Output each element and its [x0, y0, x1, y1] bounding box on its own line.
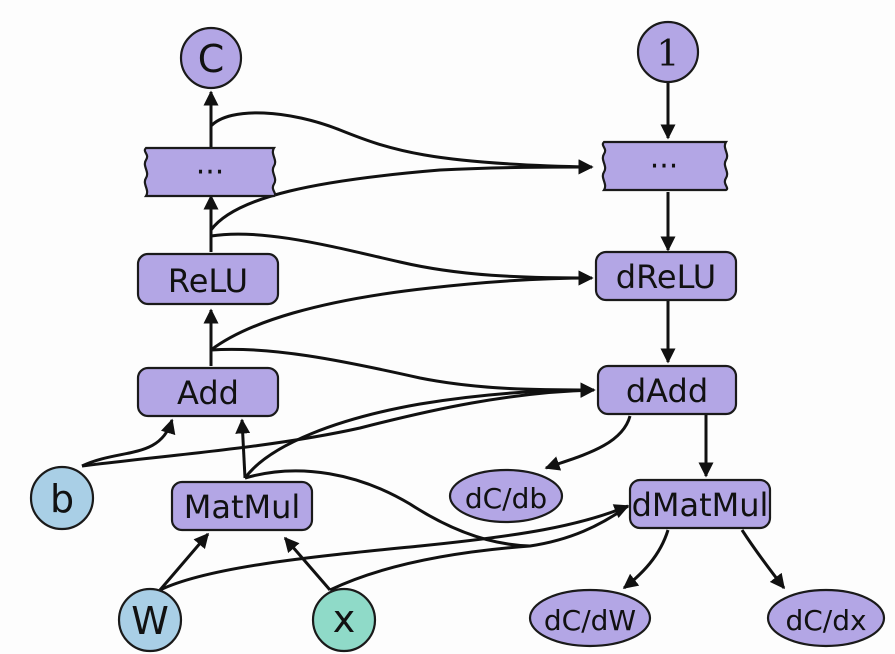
- node-matmul-shape: [170, 480, 314, 532]
- node-x-label: x: [333, 597, 356, 641]
- node-forward-ellipsis-shape: [143, 146, 277, 198]
- node-drelu-shape: [594, 250, 738, 302]
- node-relu-shape: [136, 252, 280, 306]
- node-backward-ellipsis-shape: [601, 140, 729, 192]
- node-dc-db-label: dC/db: [465, 482, 547, 515]
- node-b-shape: [29, 465, 95, 531]
- node-one: 1: [636, 20, 700, 84]
- node-dc-dw-label: dC/dW: [544, 604, 636, 637]
- node-w-shape: [117, 587, 183, 653]
- edge-dmatmul-to-dcdw: [622, 529, 670, 590]
- node-b-label: b: [50, 477, 74, 521]
- edges: [81, 82, 786, 592]
- node-dc-dw-shape: [528, 588, 652, 648]
- node-b: b: [29, 465, 95, 531]
- node-backward-ellipsis-label: ···: [650, 149, 679, 184]
- node-add-label: Add: [177, 374, 239, 412]
- edge-matmul-to-add: [235, 418, 251, 479]
- edge-b-to-add: [81, 418, 176, 468]
- node-dc-db: dC/db: [448, 468, 564, 524]
- node-matmul: MatMul: [170, 480, 314, 532]
- edge-relu-to-drelu: [210, 232, 594, 286]
- node-drelu: dReLU: [594, 250, 738, 302]
- node-c: C: [179, 26, 243, 90]
- node-dc-dx: dC/dx: [766, 588, 886, 648]
- node-dmatmul: dMatMul: [628, 478, 772, 530]
- edge-relu-to-dadd: [210, 270, 594, 352]
- edge-w-to-matmul: [158, 532, 210, 591]
- node-one-shape: [636, 20, 700, 84]
- node-dmatmul-label: dMatMul: [632, 486, 769, 524]
- edge-matmul-to-dmatmul: [244, 469, 531, 548]
- node-one-label: 1: [657, 34, 680, 75]
- node-relu-label: ReLU: [168, 262, 248, 300]
- node-matmul-label: MatMul: [184, 488, 301, 526]
- node-w: W: [117, 587, 183, 653]
- node-w-label: W: [131, 599, 169, 643]
- node-dadd-label: dAdd: [626, 372, 708, 410]
- node-backward-ellipsis: ···: [601, 140, 729, 192]
- node-dc-dx-label: dC/dx: [785, 604, 866, 637]
- edge-w-to-dmatmul: [159, 504, 630, 592]
- node-drelu-label: dReLU: [616, 258, 716, 296]
- edge-add-to-dadd: [210, 347, 596, 398]
- node-dmatmul-shape: [628, 478, 772, 530]
- node-c-shape: [179, 26, 243, 90]
- node-forward-ellipsis-label: ···: [196, 155, 225, 190]
- edge-dadd-to-dcdb: [544, 415, 632, 471]
- node-dc-db-shape: [448, 468, 564, 524]
- edge-matmul-to-dadd: [243, 382, 596, 479]
- node-x: x: [311, 587, 377, 653]
- edge-b-to-dadd: [81, 382, 596, 468]
- edge-dmatmul-to-dcdx: [740, 529, 786, 590]
- node-forward-ellipsis: ···: [143, 146, 277, 198]
- edge-c-to-backward-ellipsis: [209, 111, 594, 175]
- node-dc-dw: dC/dW: [528, 588, 652, 648]
- node-dc-dx-shape: [766, 588, 886, 648]
- node-add-shape: [136, 366, 280, 418]
- node-dadd: dAdd: [596, 364, 738, 416]
- node-dadd-shape: [596, 364, 738, 416]
- edge-ellipsis-to-backward-ellipsis: [209, 159, 594, 231]
- edge-x-to-matmul: [283, 536, 332, 591]
- node-c-label: C: [198, 37, 225, 81]
- edge-x-to-dmatmul: [329, 504, 629, 592]
- node-add: Add: [136, 366, 280, 418]
- node-x-shape: [311, 587, 377, 653]
- node-relu: ReLU: [136, 252, 280, 306]
